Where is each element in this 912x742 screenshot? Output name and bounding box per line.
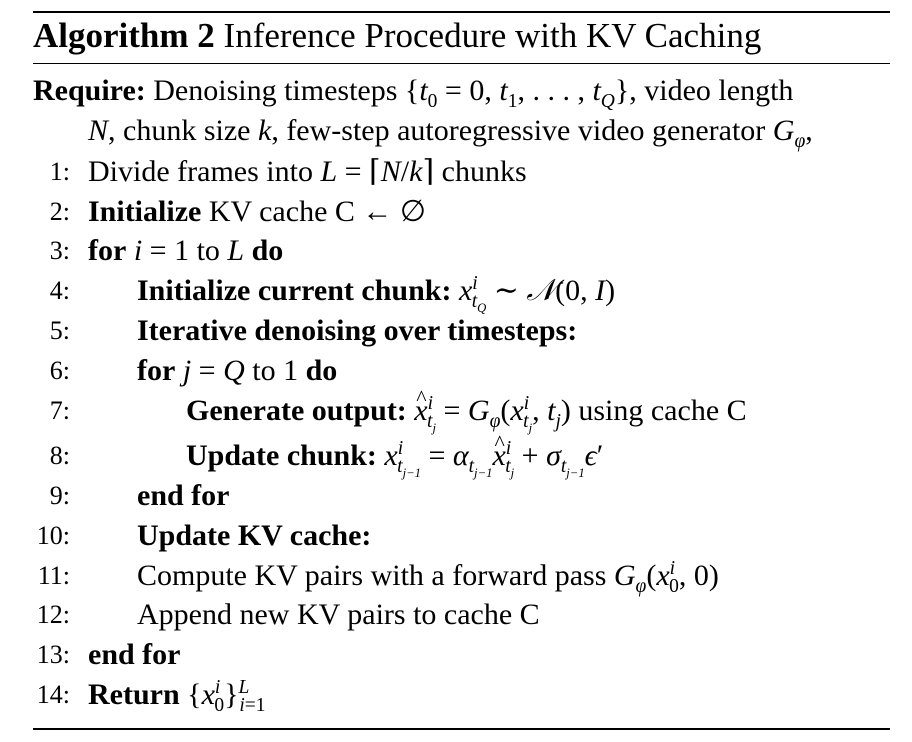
step-3: for i = 1 to L do (88, 234, 284, 267)
step-5-bold: Iterative denoising over timesteps: (137, 314, 578, 347)
line-number-13: 13: (36, 640, 70, 669)
step-1-tail: chunks (441, 155, 527, 188)
step-1: Divide frames into L = ⌈N/k⌉ chunks (88, 155, 527, 188)
step-3-to: to (196, 234, 220, 267)
bottom-rule (33, 728, 890, 730)
step-14: Return {xi0}Li=1 (88, 677, 266, 716)
step-3-for: for (88, 234, 127, 267)
require-text-1: Denoising timesteps (153, 74, 398, 107)
step-6-for: for (137, 354, 176, 387)
line-number-3: 3: (49, 236, 70, 265)
top-rule (33, 11, 890, 13)
step-7-bold: Generate output: (186, 394, 407, 427)
require-text-4: , few-step autoregressive video generato… (271, 114, 766, 147)
require-line-2: N, chunk size k, few-step autoregressive… (88, 114, 813, 152)
require-text-3: , chunk size (108, 114, 251, 147)
step-10-bold: Update KV cache: (137, 519, 372, 552)
step-7-text: using cache C (578, 394, 747, 427)
step-4-bold: Initialize current chunk: (137, 274, 452, 307)
algorithm-title: Algorithm 2 Inference Procedure with KV … (33, 14, 761, 58)
step-8-bold: Update chunk: (186, 439, 377, 472)
step-13-bold: end for (88, 638, 181, 671)
step-14-bold: Return (88, 678, 180, 711)
step-10: Update KV cache: (137, 517, 371, 555)
require-keyword: Require: (33, 74, 146, 107)
timesteps-set: {t0 = 0, t1, . . . , tQ} (404, 74, 630, 112)
step-7: Generate output: xitj = Gφ(xitj, tj) usi… (186, 379, 747, 434)
step-2-bold: Initialize (88, 195, 202, 228)
require-line-1: Require: Denoising timesteps {t0 = 0, t1… (33, 72, 794, 112)
step-6: for j = Q to 1 do (137, 354, 338, 387)
line-number-5: 5: (49, 316, 70, 345)
line-number-12: 12: (36, 600, 70, 629)
step-2: Initialize KV cache C ← ∅ (88, 193, 426, 231)
line-number-2: 2: (49, 197, 70, 226)
step-13: end for (88, 636, 181, 674)
line-number-7: 7: (49, 396, 70, 425)
step-5: Iterative denoising over timesteps: (137, 312, 577, 350)
line-number-11: 11: (37, 561, 70, 590)
step-8: Update chunk: xitj−1 = αtj−1xitj + σtj−1… (186, 424, 603, 479)
require-text-2: , video length (629, 74, 794, 107)
line-number-6: 6: (49, 356, 70, 385)
step-2-text: KV cache C ← ∅ (208, 195, 427, 228)
line-number-10: 10: (36, 521, 70, 550)
step-11: Compute KV pairs with a forward pass Gφ(… (137, 558, 719, 597)
step-9-bold: end for (137, 479, 230, 512)
line-number-4: 4: (49, 276, 70, 305)
step-12-text: Append new KV pairs to cache C (137, 598, 540, 631)
step-6-do: do (305, 354, 338, 387)
algorithm-label: Algorithm 2 (33, 16, 215, 55)
step-1-text: Divide frames into (88, 155, 313, 188)
algorithm-name: Inference Procedure with KV Caching (223, 16, 762, 55)
step-4: Initialize current chunk: xitQ ∼ 𝒩(0, I) (137, 273, 616, 315)
step-11-text: Compute KV pairs with a forward pass (137, 559, 607, 592)
step-6-to: to 1 (252, 354, 299, 387)
line-number-1: 1: (49, 157, 70, 186)
line-number-9: 9: (49, 481, 70, 510)
line-number-14: 14: (36, 680, 70, 709)
title-rule (33, 63, 890, 64)
step-12: Append new KV pairs to cache C (137, 596, 540, 634)
line-number-8: 8: (49, 441, 70, 470)
step-3-do: do (251, 234, 284, 267)
step-9: end for (137, 477, 230, 515)
